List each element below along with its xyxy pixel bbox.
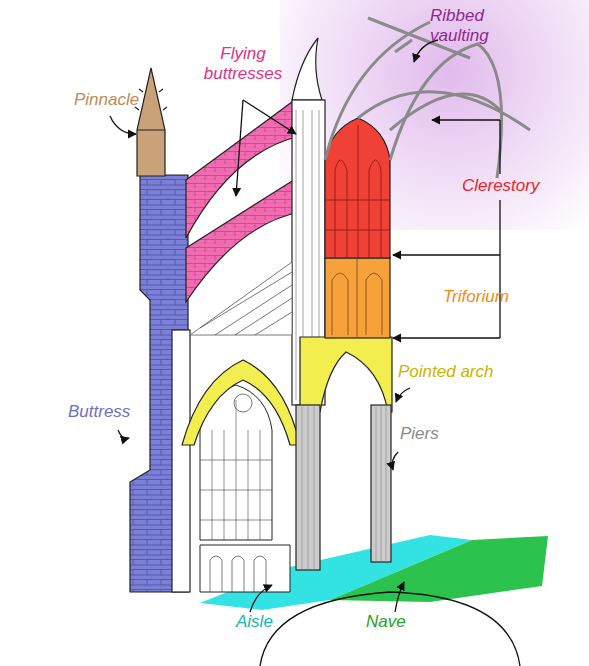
leader-lines-part	[250, 585, 272, 612]
leader-lines-part	[236, 100, 243, 196]
leader-lines-part	[393, 254, 500, 255]
aisle-window-part	[200, 400, 272, 540]
leader-lines-part	[243, 100, 296, 134]
clerestory	[325, 118, 390, 258]
part-label: Buttress	[68, 402, 158, 422]
aisle-roof-part	[190, 262, 292, 335]
pointed-arches-part	[234, 394, 252, 412]
leader-lines	[110, 40, 520, 666]
part-label: Nave	[366, 612, 436, 632]
pointed-arches	[182, 337, 392, 445]
triforium	[325, 258, 390, 338]
aisle-roof-part	[200, 272, 292, 335]
pointed-arches-part	[182, 360, 300, 445]
leader-lines-part	[395, 582, 404, 612]
leader-lines-part	[392, 452, 398, 470]
part-label: Piers	[400, 424, 480, 444]
leader-lines-part	[110, 116, 136, 134]
ribbed-vaulting-part	[395, 40, 412, 52]
ribbed-vaulting-part	[390, 94, 500, 130]
triforium-part	[325, 258, 390, 338]
part-label: Triforium	[443, 287, 553, 307]
aisle-window-part	[210, 556, 266, 592]
ribbed-vaulting-part	[390, 44, 502, 178]
part-label: Ribbed vaulting	[430, 6, 512, 46]
part-label: Pinnacle	[74, 90, 154, 110]
part-label: Flying buttresses	[195, 44, 291, 84]
buttress-part	[137, 68, 165, 176]
leader-lines-part	[432, 119, 500, 120]
walls-part	[172, 330, 190, 592]
piers	[296, 405, 391, 570]
buttress-part	[135, 89, 167, 130]
pointed-arches-part	[300, 337, 392, 412]
ribbed-vaulting-part	[325, 22, 430, 160]
aisle-window	[200, 385, 290, 592]
ribbed-vaulting-part	[358, 92, 530, 130]
part-label: Aisle	[236, 612, 306, 632]
leader-lines-part	[396, 388, 410, 402]
walls-part	[292, 38, 322, 100]
leader-lines-part	[260, 592, 520, 666]
aisle-window-part	[200, 545, 290, 592]
floor-part	[330, 536, 548, 602]
part-label: Clerestory	[462, 176, 572, 196]
part-label: Pointed arch	[398, 362, 518, 382]
piers-part	[302, 405, 386, 570]
triforium-part	[332, 258, 382, 338]
leader-lines-part	[118, 430, 129, 438]
leader-lines-part	[393, 337, 500, 338]
clerestory-part	[325, 125, 390, 258]
aisle-roof	[190, 262, 292, 335]
ribbed-vaulting	[325, 18, 530, 178]
clerestory-part	[325, 118, 390, 258]
